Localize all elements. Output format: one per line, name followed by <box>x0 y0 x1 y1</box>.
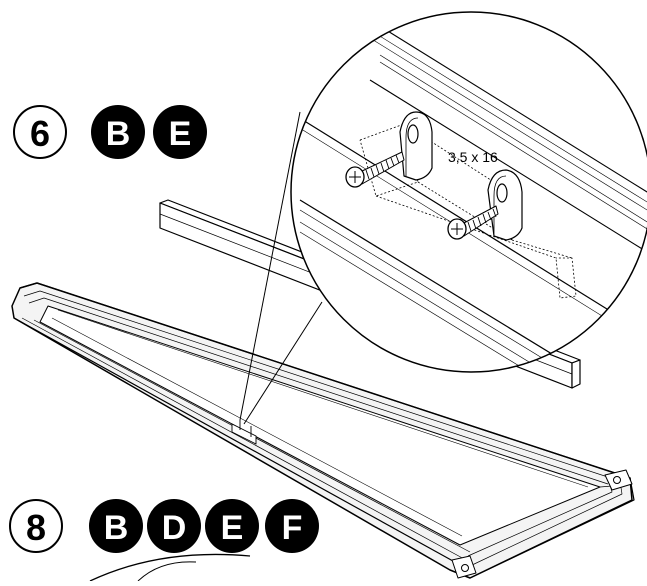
zoom-detail <box>291 19 647 372</box>
step-number-circle <box>9 499 63 553</box>
part-badge-label: D <box>162 509 187 547</box>
step-number-circle <box>13 105 67 159</box>
zoom-circle <box>290 11 647 373</box>
screw-2 <box>447 205 499 240</box>
part-badge-label: B <box>106 115 131 153</box>
zoom-pointer <box>239 111 323 425</box>
step-8-header: 8 B D E F <box>9 499 319 553</box>
frame-clip <box>231 420 257 445</box>
part-badge-d <box>147 499 201 553</box>
next-step-zoom-partial <box>89 553 251 582</box>
bracket-tab-1 <box>399 111 433 181</box>
bracket-tab-2 <box>487 169 523 241</box>
step-number: 6 <box>30 113 50 154</box>
part-badge-b <box>89 499 143 553</box>
part-badge-label: B <box>104 509 129 547</box>
screw-size-label: 3,5 x 16 <box>448 149 498 165</box>
part-badge-b <box>91 105 145 159</box>
part-badge-label: E <box>221 509 244 547</box>
corner-bracket-right <box>604 469 633 491</box>
step-number: 8 <box>26 507 46 548</box>
screw-1 <box>345 151 405 188</box>
part-badge-label: E <box>169 115 192 153</box>
corner-bracket-bottom <box>451 555 477 579</box>
frame <box>11 282 635 579</box>
part-badge-e <box>153 105 207 159</box>
part-badge-f <box>265 499 319 553</box>
step-6-header: 6 B E <box>13 105 207 159</box>
part-badge-label: F <box>282 509 303 547</box>
part-badge-e <box>205 499 259 553</box>
